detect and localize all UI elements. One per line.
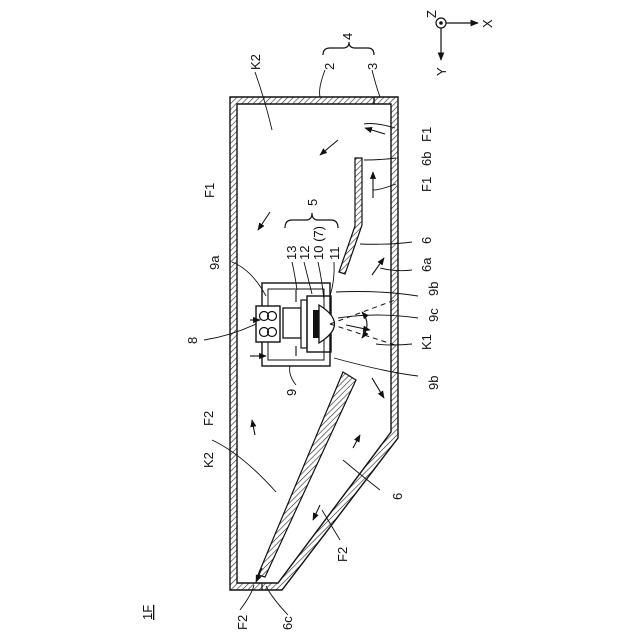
brace-4	[323, 42, 374, 55]
label-6-bottom: 6	[390, 493, 405, 500]
label-9a: 9a	[207, 255, 222, 270]
label-K2-top: K2	[248, 54, 263, 70]
label-F2-bottom: F2	[235, 615, 250, 630]
light-source-module	[256, 283, 335, 366]
axis-x-label: X	[480, 19, 495, 28]
lens-dome	[319, 305, 335, 343]
label-8: 8	[185, 337, 200, 344]
label-9b-bottom: 9b	[426, 376, 441, 390]
label-K2-bottom: K2	[201, 452, 216, 468]
label-10-7: 10 (7)	[311, 226, 326, 260]
connector-8	[256, 306, 280, 342]
label-K1: K1	[419, 334, 434, 350]
label-3: 3	[365, 63, 380, 70]
label-9: 9	[284, 389, 299, 396]
figure-label: 1F	[140, 605, 155, 620]
label-4: 4	[340, 33, 355, 40]
label-F1-c: F1	[419, 177, 434, 192]
label-F2-mid: F2	[335, 547, 350, 562]
substrate-12	[301, 300, 307, 348]
label-6b: 6b	[419, 152, 434, 166]
label-2: 2	[322, 63, 337, 70]
label-F1-b: F1	[202, 183, 217, 198]
label-6-top: 6	[419, 237, 434, 244]
axis-y-label: Y	[434, 67, 449, 76]
label-5: 5	[305, 199, 320, 206]
axis-z-label: Z	[424, 10, 439, 18]
label-6c: 6c	[280, 616, 295, 630]
rotation-indicator	[362, 312, 367, 338]
reflector-plate-upper	[339, 158, 362, 274]
label-F1-a: F1	[419, 127, 434, 142]
led-10	[313, 310, 319, 338]
optical-axis-lower	[330, 324, 395, 345]
brace-5	[285, 213, 338, 228]
heatsink-13	[283, 308, 301, 338]
axis-indicator: Z X Y	[424, 10, 495, 76]
label-11: 11	[327, 247, 342, 261]
label-9b-top: 9b	[426, 282, 441, 296]
label-6a: 6a	[419, 257, 434, 272]
label-12: 12	[297, 246, 312, 260]
label-F2-left: F2	[201, 411, 216, 426]
label-9c: 9c	[426, 308, 441, 322]
